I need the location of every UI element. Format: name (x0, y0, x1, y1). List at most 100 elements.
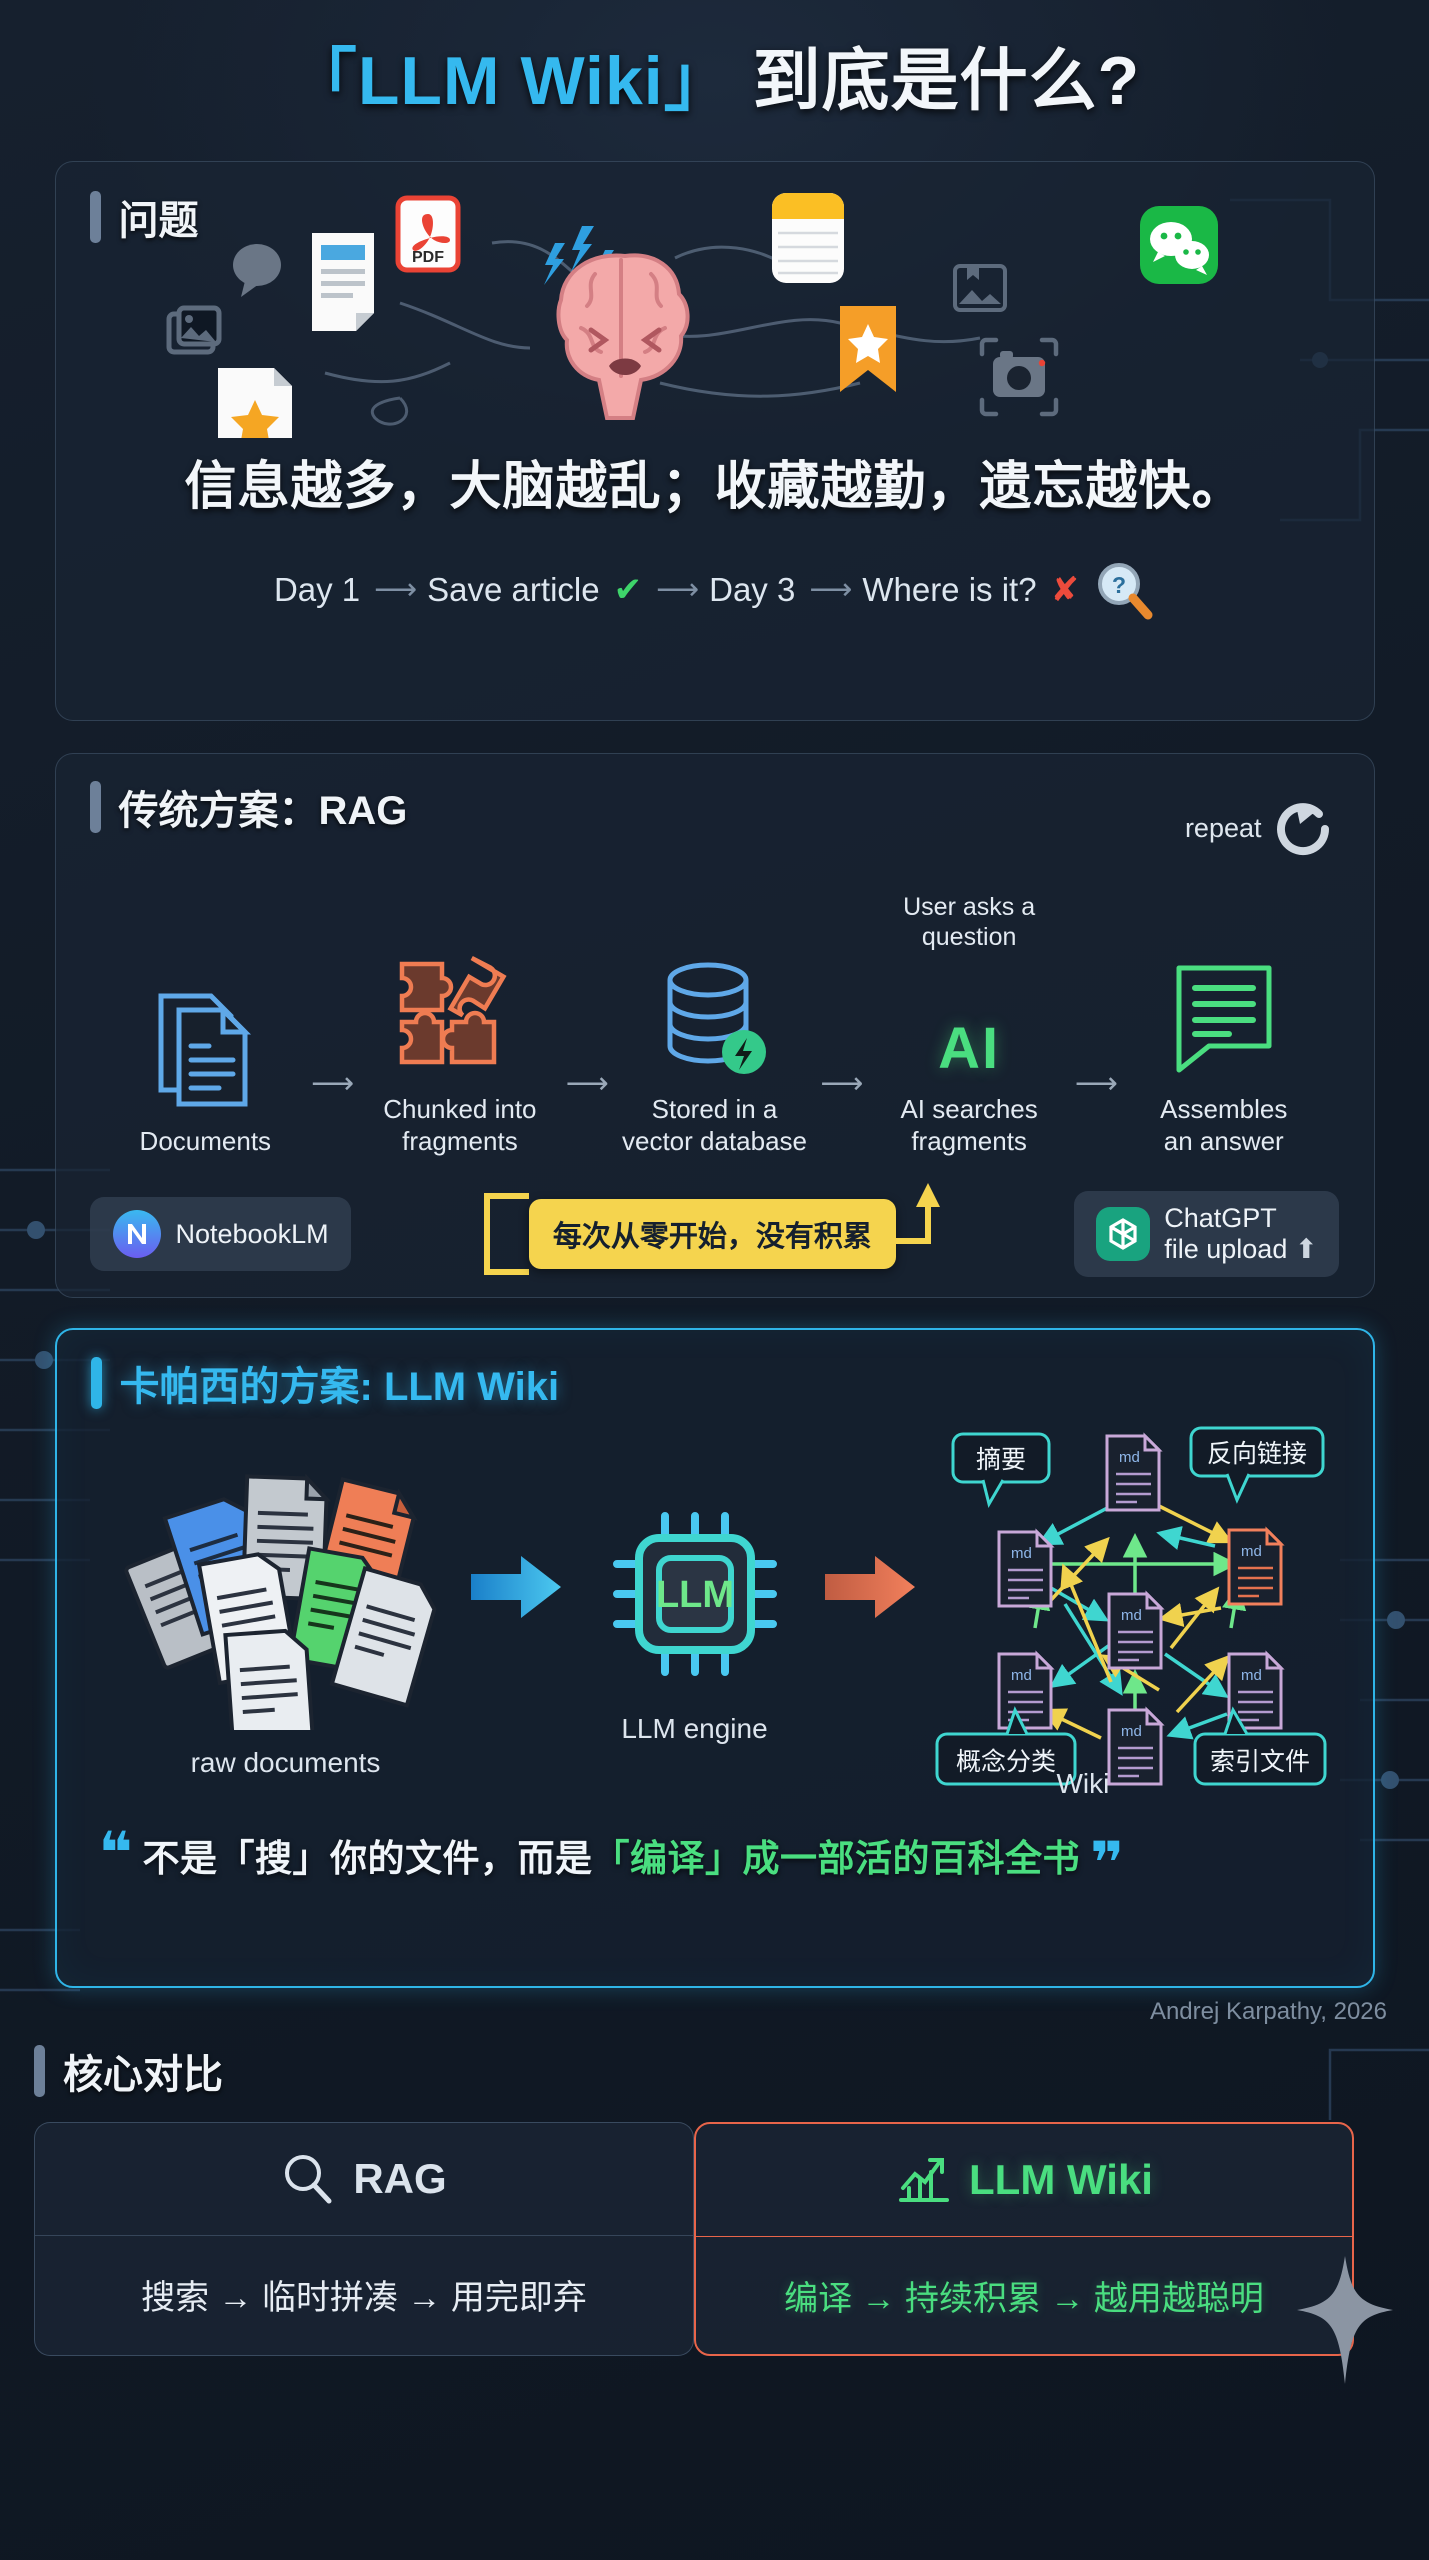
comparison-heading-row: 核心对比 (34, 2042, 1395, 2100)
section-accent-bar (89, 780, 101, 833)
svg-text:PDF: PDF (412, 249, 444, 266)
wiki-heading: 卡帕西的方案: LLM Wiki (120, 1354, 560, 1412)
raw-documents-group: raw documents (91, 1460, 481, 1779)
flow-step-top-3: User asks a question (903, 892, 1036, 951)
speech-bubble-lines-icon (1176, 965, 1272, 1073)
repeat-indicator: repeat (1185, 798, 1334, 860)
repeat-label: repeat (1184, 813, 1262, 844)
svg-text:md: md (1011, 1667, 1032, 1684)
comparison-title-rag: RAG (353, 2154, 447, 2202)
callout-index (1193, 1706, 1326, 1786)
flow-label-1: Chunked into fragments (383, 1093, 537, 1156)
svg-text:md: md (1121, 1607, 1142, 1624)
chatgpt-badge[interactable]: ChatGPT file upload ⬆ (1074, 1191, 1340, 1278)
wechat-icon (1139, 205, 1218, 284)
camera-icon (979, 337, 1058, 417)
page-title: 「LLM Wiki」 到底是什么? (0, 0, 1429, 119)
callout-backlinks (1189, 1426, 1324, 1504)
quote-close-icon: ❞ (1090, 1831, 1125, 1896)
flow-step-answer: Assembles an answer (1118, 892, 1330, 1157)
chatgpt-label-line2: file upload ⬆ (1164, 1234, 1318, 1265)
llm-chip-icon: LLM (612, 1512, 777, 1677)
wiki-heading-sep: : (359, 1364, 384, 1409)
timeline-step-0: Day 1 (273, 570, 361, 608)
rag-heading-row: 传统方案：RAG (89, 778, 1340, 836)
llm-chip-text: LLM (655, 1574, 733, 1616)
flow-step-top-1 (354, 892, 566, 954)
chatgpt-label-line1: ChatGPT (1164, 1203, 1277, 1234)
svg-text:md: md (1241, 1543, 1262, 1560)
text-document-icon (311, 232, 374, 331)
comparison-row-rag: 搜索 → 临时拼凑 → 用完即弃 (35, 2234, 693, 2353)
documents-icon (158, 993, 252, 1107)
rag-badges-row: NotebookLM 每次从零开始，没有积累 ChatG (89, 1179, 1340, 1289)
check-icon: ✔ (613, 570, 643, 609)
flow-arrow-1: ⟶ (565, 1067, 609, 1101)
quote-attribution: Andrej Karpathy, 2026 (1149, 1997, 1387, 2025)
callout-text-index: 索引文件 (1209, 1748, 1309, 1776)
blue-arrow-icon (470, 1555, 561, 1618)
notebooklm-badge[interactable]: NotebookLM (89, 1197, 351, 1272)
svg-text:md: md (1119, 1449, 1140, 1466)
wiki-heading-row: 卡帕西的方案: LLM Wiki (90, 1354, 1339, 1412)
rag-flow: Documents ⟶ Chunked into fragments ⟶ (100, 892, 1330, 1157)
bookmark-star-icon (839, 305, 896, 392)
comparison-section: 核心对比 RAG 搜索 → 临时拼凑 → 用完即弃 (0, 2042, 1429, 2384)
growth-chart-icon (899, 2157, 950, 2202)
wiki-pipeline: raw documents LLM LLM engine (91, 1426, 1339, 1810)
flow-label-0: Documents (139, 1125, 272, 1156)
callout-text-summary: 摘要 (975, 1446, 1025, 1474)
comparison-title-wiki: LLM Wiki (969, 2155, 1153, 2203)
image-placeholder-icon (166, 305, 221, 355)
comparison-card-wiki[interactable]: LLM Wiki 编译 → 持续积累 → 越用越聪明 (694, 2121, 1354, 2356)
chatgpt-icon (1096, 1207, 1151, 1262)
flow-step-top-2 (609, 892, 821, 954)
timeline-arrow-2: ⟶ (809, 573, 852, 607)
timeline-arrow-0: ⟶ (374, 573, 417, 607)
quote-open-icon: ❝ (98, 1821, 133, 1887)
section-accent-bar (34, 2044, 45, 2097)
llm-engine-group: LLM LLM engine (565, 1494, 825, 1745)
section-accent-bar (89, 190, 101, 243)
title-bracket-open: 「 (288, 43, 358, 119)
problem-section: 问题 (54, 160, 1375, 721)
flow-arrow-2: ⟶ (820, 1067, 864, 1101)
note-arrow-right (895, 1183, 940, 1245)
cross-icon: ✘ (1050, 570, 1080, 609)
comparison-head-rag: RAG (35, 2123, 693, 2235)
problem-heading: 问题 (118, 198, 199, 243)
problem-timeline: Day 1 ⟶ Save article ✔ ⟶ Day 3 ⟶ Where i… (90, 559, 1340, 621)
flow-step-ai-search: User asks a question AI AI searches frag… (863, 892, 1075, 1157)
quote-part1: 不是「搜」你的文件，而是 (142, 1837, 593, 1879)
callout-text-concept: 概念分类 (955, 1748, 1055, 1776)
rag-heading: 传统方案：RAG (118, 788, 408, 833)
chatgpt-label-block: ChatGPT file upload ⬆ (1164, 1203, 1317, 1265)
upload-icon: ⬆ (1294, 1234, 1318, 1265)
rag-limitation-note: 每次从零开始，没有积累 (528, 1199, 896, 1270)
llm-wiki-section: 卡帕西的方案: LLM Wiki (54, 1327, 1375, 1988)
rag-section: 传统方案：RAG repeat Documents (54, 752, 1375, 1298)
wiki-graph-label: Wiki (1056, 1767, 1110, 1799)
title-rest: 到底是什么? (752, 43, 1141, 119)
wiki-graph-group: md md md (919, 1426, 1339, 1810)
scattered-icons-group: PDF (90, 188, 1340, 438)
star-document-icon (217, 367, 292, 438)
orange-arrow-icon (824, 1555, 915, 1618)
pdf-file-icon: PDF (395, 195, 460, 273)
flow-arrow-3: ⟶ (1074, 1067, 1118, 1101)
svg-text:md: md (1011, 1545, 1032, 1562)
ai-text-icon: AI (938, 1015, 1001, 1081)
timeline-step-1: Save article (427, 570, 600, 608)
brain-icon (556, 253, 689, 420)
problem-headline: 信息越多，大脑越乱；收藏越勤，遗忘越快。 (184, 457, 1245, 516)
wiki-node-graph: md md md (935, 1426, 1326, 1786)
magnifier-icon (285, 2154, 332, 2204)
sparkle-diamond-icon (1297, 2255, 1393, 2384)
photo-broken-icon (952, 263, 1007, 312)
svg-text:md: md (1241, 1667, 1262, 1684)
comparison-head-wiki: LLM Wiki (696, 2124, 1352, 2236)
comparison-grid: RAG 搜索 → 临时拼凑 → 用完即弃 LLM Wiki 编译 → 持续积累 … (34, 2121, 1354, 2356)
flow-step-documents: Documents (100, 924, 312, 1158)
flow-step-vectordb: Stored in a vector database (609, 892, 821, 1157)
comparison-card-rag[interactable]: RAG 搜索 → 临时拼凑 → 用完即弃 (34, 2121, 694, 2356)
